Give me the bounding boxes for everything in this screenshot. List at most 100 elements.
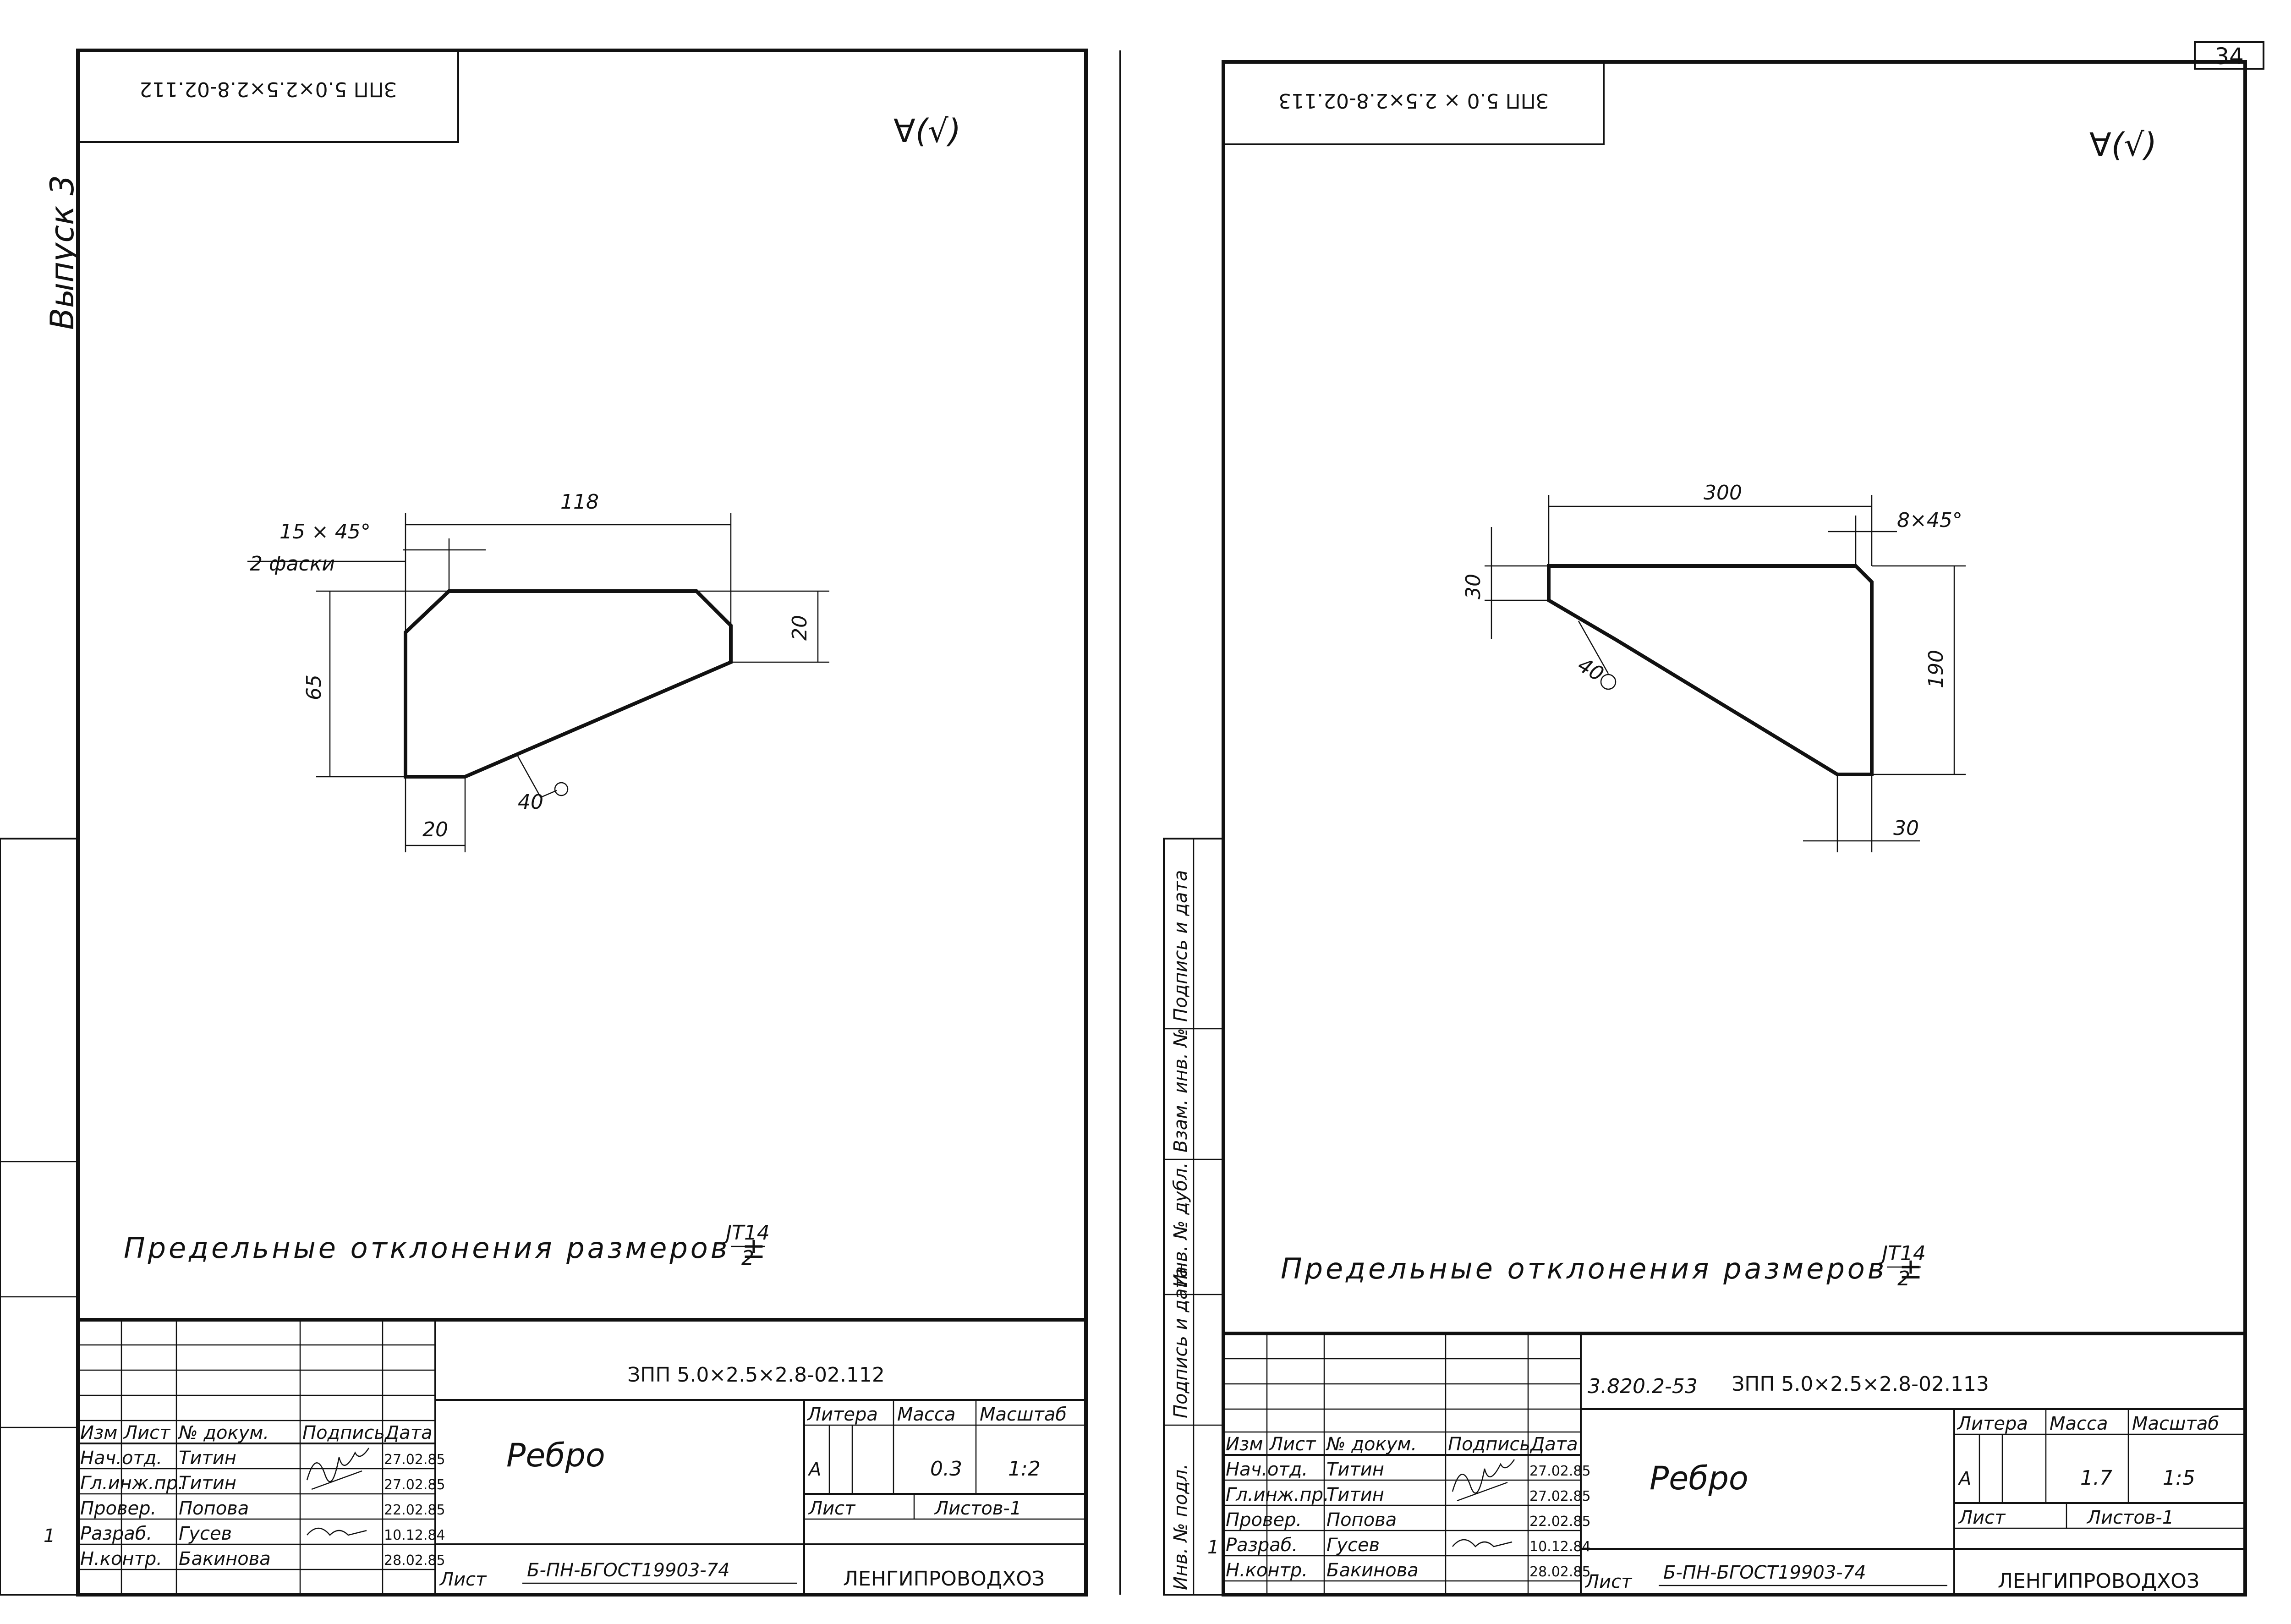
date-1-right: 27.02.85 <box>1529 1488 1591 1504</box>
th-litera-left: Литера <box>806 1404 878 1425</box>
signature-right-2 <box>1452 1539 1513 1547</box>
side-label-4: Подпись и дата <box>1170 1267 1191 1418</box>
title-right: Ребро <box>1650 1459 1748 1497</box>
th-doc-left: № докум. <box>178 1422 269 1443</box>
tolerance-num-right: JT14 <box>1878 1242 1926 1265</box>
th-date-left: Дата <box>384 1422 433 1443</box>
side-label-2: Взам. инв. № <box>1170 1028 1191 1152</box>
litera-right: А <box>1957 1468 1971 1489</box>
scale-left: 1:2 <box>1008 1457 1041 1481</box>
th-sheets-left: Листов-1 <box>934 1498 1021 1519</box>
role-1-right: Гл.инж.пр. <box>1226 1484 1329 1505</box>
dim-left-left: 65 <box>302 675 326 700</box>
page-number-box <box>2194 41 2264 70</box>
th-sign-right: Подпись <box>1448 1434 1530 1455</box>
page-number: 34 <box>2214 43 2244 70</box>
litera-left: А <box>807 1459 821 1480</box>
code-box-right <box>1222 61 1605 145</box>
th-date-right: Дата <box>1529 1434 1578 1455</box>
role-4-left: Н.контр. <box>80 1548 162 1569</box>
drawing-left: ЗПП 5.0×2.5×2.8-02.112 ∀(√) 118 15 × 45°… <box>44 49 1088 1597</box>
role-3-left: Разраб. <box>80 1523 152 1544</box>
dim-left-right: 30 <box>1462 574 1485 599</box>
role-1-left: Гл.инж.пр. <box>80 1473 184 1494</box>
name-1-right: Титин <box>1326 1484 1384 1505</box>
side-label-3: Инв. № дубл. <box>1170 1162 1191 1288</box>
frame-right <box>1222 60 2247 1597</box>
org-right: ЛЕНГИПРОВОДХОЗ <box>1998 1569 2199 1593</box>
date-2-right: 22.02.85 <box>1529 1514 1591 1530</box>
dim-bottom-left: 20 <box>422 818 448 841</box>
tolerance-note-right: Предельные отклонения размеров ± <box>1281 1252 1925 1285</box>
name-4-left: Бакинова <box>179 1548 271 1569</box>
tolerance-den-left: 2 <box>741 1246 754 1270</box>
role-0-left: Нач.отд. <box>80 1448 162 1469</box>
dim-top-right: 300 <box>1704 481 1742 505</box>
name-3-left: Гусев <box>179 1523 232 1544</box>
dim-chamfer-left: 15 × 45° <box>280 520 371 543</box>
name-0-right: Титин <box>1326 1459 1384 1480</box>
signature-left-1 <box>306 1448 370 1490</box>
tolerance-den-right: 2 <box>1897 1267 1910 1290</box>
th-massa-right: Масса <box>2050 1413 2108 1434</box>
material-right: Б-ПН-БГОСТ19903-74 <box>1663 1562 1866 1583</box>
dim-weld-left: 40 <box>518 790 543 814</box>
rev-mark-right: 1 <box>1207 1537 1219 1558</box>
title-block-left: Изм Лист № докум. Подпись Дата Нач.отд. … <box>44 1318 1086 1595</box>
role-4-right: Н.контр. <box>1226 1560 1308 1581</box>
date-2-left: 22.02.85 <box>384 1502 445 1518</box>
title-block-right: Изм Лист № докум. Подпись Дата Нач.отд. … <box>1207 1332 2245 1595</box>
part-outline-right <box>1547 564 1874 776</box>
th-sheet-right: Лист <box>1958 1507 2006 1528</box>
dim-right-right: 190 <box>1924 650 1948 688</box>
dim-right-left: 20 <box>788 615 811 641</box>
name-4-right: Бакинова <box>1326 1560 1419 1581</box>
side-strip-right: Подпись и дата Взам. инв. № Инв. № дубл.… <box>1163 838 1224 1596</box>
mass-left: 0.3 <box>930 1457 962 1481</box>
scale-right: 1:5 <box>2163 1466 2195 1490</box>
th-sheet-left: Лист <box>808 1498 856 1519</box>
code-box-left <box>77 49 459 143</box>
roughness-left: ∀(√) <box>893 112 961 150</box>
th-masshtab-right: Масштаб <box>2132 1413 2219 1434</box>
name-2-right: Попова <box>1326 1509 1397 1531</box>
signature-left-2 <box>307 1527 367 1536</box>
mass-right: 1.7 <box>2080 1466 2112 1490</box>
dim-weld-right: 40 <box>1574 653 1608 686</box>
date-0-right: 27.02.85 <box>1529 1463 1591 1479</box>
th-sheet-bottom-right: Лист <box>1584 1571 1633 1592</box>
name-3-right: Гусев <box>1326 1535 1380 1556</box>
role-3-right: Разраб. <box>1226 1535 1298 1556</box>
tolerance-note-left: Предельные отклонения размеров ± <box>124 1231 768 1265</box>
th-izm-left: Изм <box>80 1422 117 1443</box>
doc-number-right: 3.820.2-53 <box>1588 1375 1698 1398</box>
date-0-left: 27.02.85 <box>384 1452 445 1468</box>
date-3-right: 10.12.84 <box>1529 1539 1591 1555</box>
dim-chamfer-note-left: 2 фаски <box>250 552 335 576</box>
material-left: Б-ПН-БГОСТ19903-74 <box>527 1560 730 1581</box>
th-sheets-right: Листов-1 <box>2086 1507 2174 1528</box>
roughness-right: ∀(√) <box>2089 126 2157 164</box>
name-2-left: Попова <box>179 1498 249 1519</box>
th-sheet-bottom-left: Лист <box>439 1569 487 1590</box>
role-2-right: Провер. <box>1226 1509 1302 1531</box>
name-1-left: Титин <box>179 1473 236 1494</box>
th-doc-right: № докум. <box>1326 1434 1417 1455</box>
frame-left <box>76 49 1088 1597</box>
part-outline-left <box>404 589 733 779</box>
date-4-left: 28.02.85 <box>384 1553 445 1569</box>
dim-chamfer-right: 8×45° <box>1897 509 1962 532</box>
th-massa-left: Масса <box>897 1404 956 1425</box>
dim-bottom-right: 30 <box>1893 817 1919 840</box>
side-label-5: Инв. № подл. <box>1170 1464 1191 1590</box>
drawing-right: ЗПП 5.0 × 2.5×2.8-02.113 ∀(√) 300 8×45° … <box>1207 60 2247 1597</box>
rotated-code-right: ЗПП 5.0 × 2.5×2.8-02.113 <box>1278 89 1549 112</box>
th-litera-right: Литера <box>1957 1413 2028 1434</box>
tolerance-num-left: JT14 <box>722 1221 770 1245</box>
issue-label: Выпуск 3 <box>44 175 81 330</box>
rotated-code-left: ЗПП 5.0×2.5×2.8-02.112 <box>139 77 397 101</box>
side-strip-left <box>0 838 79 1596</box>
rev-mark-left: 1 <box>44 1525 55 1547</box>
dim-top-left: 118 <box>560 490 599 514</box>
